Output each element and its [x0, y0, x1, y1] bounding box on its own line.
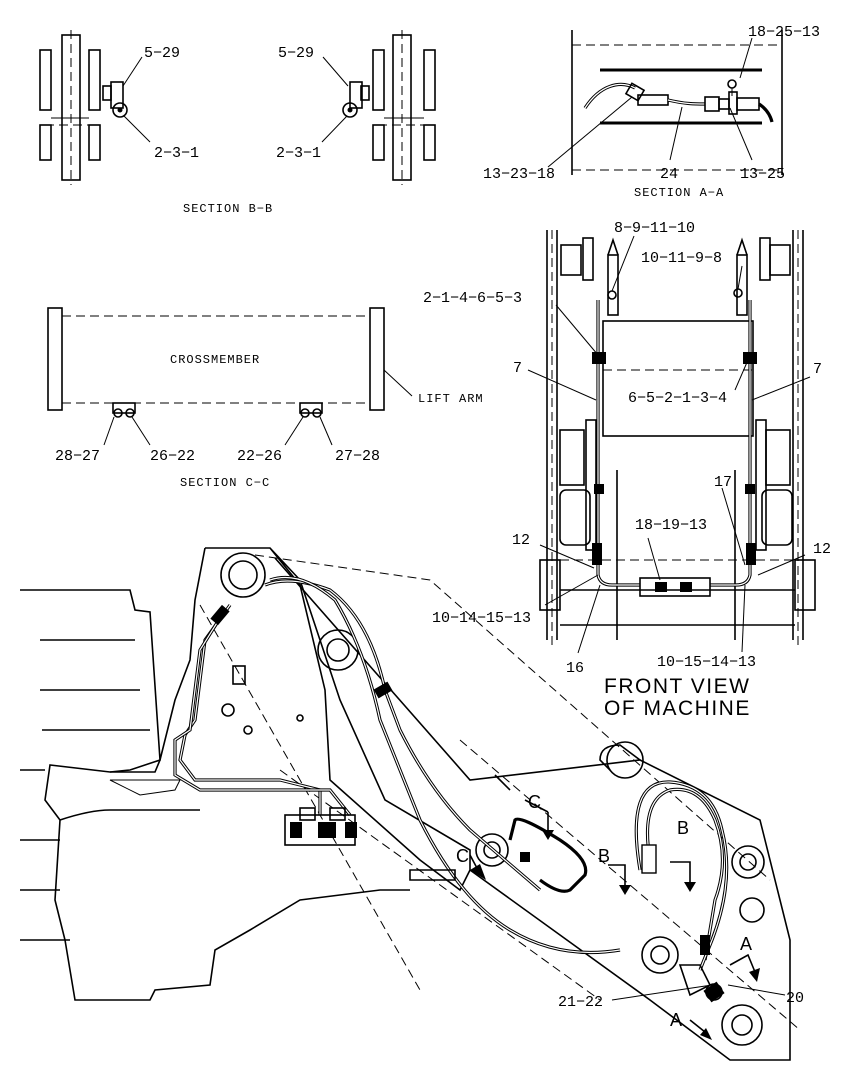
label-aa-13-25: 13−25 [740, 166, 785, 183]
label-fv-17: 17 [714, 474, 732, 491]
caption-section-cc: SECTION C−C [180, 476, 270, 490]
label-bb-left-2-3-1: 2−3−1 [154, 145, 199, 162]
label-main-21-22: 21−22 [558, 994, 603, 1011]
label-fv-12-right: 12 [813, 541, 831, 558]
section-marker-c-1: C [528, 792, 541, 812]
label-cc-lift-arm: LIFT ARM [418, 392, 484, 406]
label-fv-10-15-14-13: 10−15−14−13 [657, 654, 756, 671]
label-fv-18-19-13: 18−19−13 [635, 517, 707, 534]
label-cc-crossmember: CROSSMEMBER [170, 353, 260, 367]
label-fv-8-9-11-10: 8−9−11−10 [614, 220, 695, 237]
section-marker-b-1: B [598, 846, 610, 866]
caption-section-aa: SECTION A−A [634, 186, 724, 200]
section-bb-right-view [321, 30, 436, 185]
label-bb-right-2-3-1: 2−3−1 [276, 145, 321, 162]
caption-section-bb: SECTION B−B [183, 202, 273, 216]
label-fv-10-14-15-13: 10−14−15−13 [432, 610, 531, 627]
label-aa-24: 24 [660, 166, 678, 183]
main-side-view [20, 547, 801, 1061]
label-cc-27-28: 27−28 [335, 448, 380, 465]
caption-front-view-2: OF MACHINE [604, 697, 751, 720]
label-fv-16: 16 [566, 660, 584, 677]
section-aa-view [547, 30, 783, 175]
label-fv-2-1-4-6-5-3: 2−1−4−6−5−3 [423, 290, 522, 307]
label-aa-18-25-13: 18−25−13 [748, 24, 820, 41]
label-fv-7-left: 7 [513, 360, 522, 377]
label-fv-12-left: 12 [512, 532, 530, 549]
label-aa-13-23-18: 13−23−18 [483, 166, 555, 183]
label-cc-28-27: 28−27 [55, 448, 100, 465]
label-bb-left-5-29: 5−29 [144, 45, 180, 62]
label-fv-6-5-2-1-3-4: 6−5−2−1−3−4 [628, 390, 727, 407]
label-fv-10-11-9-8: 10−11−9−8 [641, 250, 722, 267]
section-bb-left-view [39, 30, 151, 185]
section-marker-b-2: B [677, 818, 689, 838]
front-view-drawing [527, 230, 816, 654]
label-bb-right-5-29: 5−29 [278, 45, 314, 62]
label-cc-26-22: 26−22 [150, 448, 195, 465]
section-marker-a-2: A [670, 1010, 682, 1030]
label-fv-7-right: 7 [813, 361, 822, 378]
section-cc-view [47, 307, 413, 446]
section-marker-c-2: C [456, 846, 469, 866]
section-marker-a-1: A [740, 934, 752, 954]
caption-front-view-1: FRONT VIEW [604, 675, 750, 698]
label-cc-22-26: 22−26 [237, 448, 282, 465]
label-main-20: 20 [786, 990, 804, 1007]
